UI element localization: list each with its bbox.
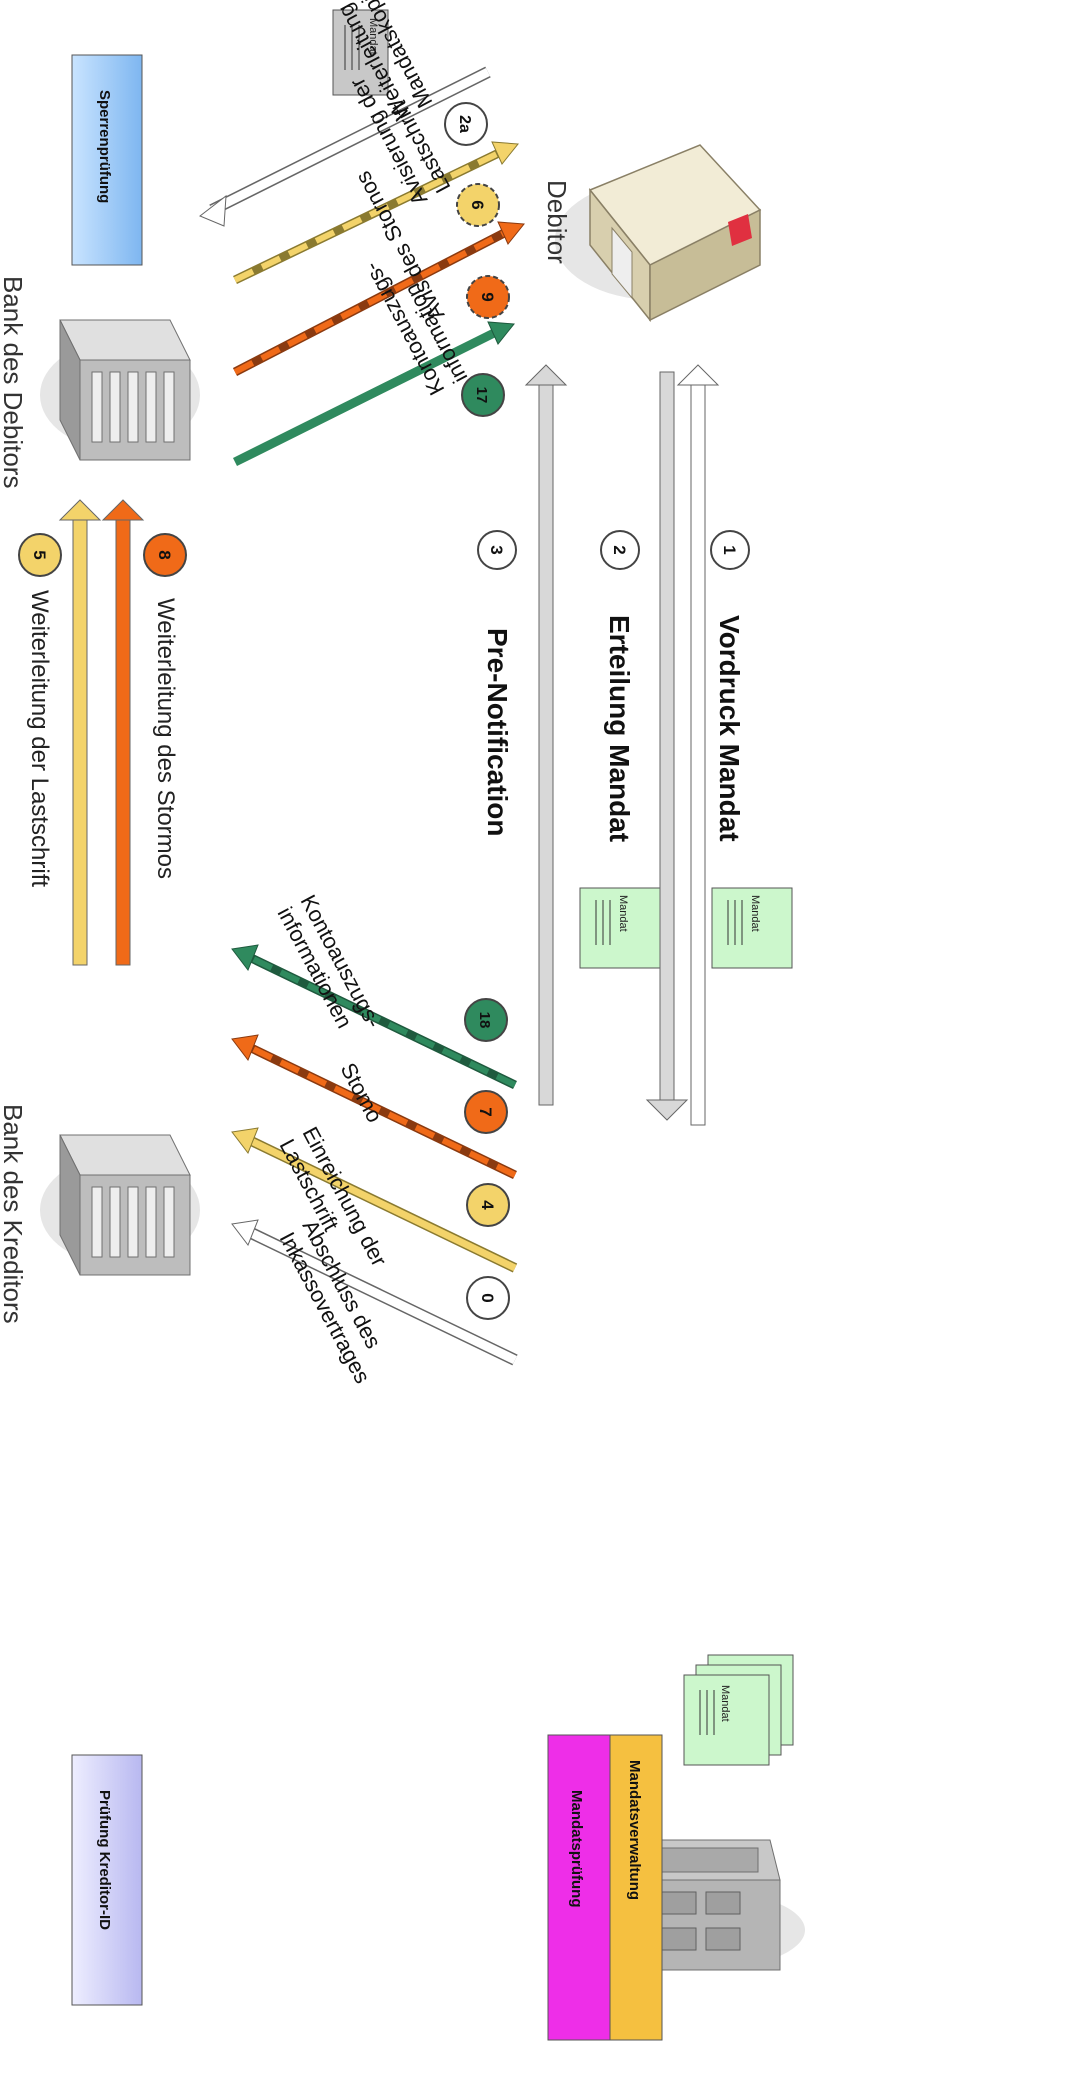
badge-5: 5 xyxy=(18,533,62,577)
badge-18: 18 xyxy=(464,998,508,1042)
badge-17: 17 xyxy=(461,373,505,417)
label-weiterleitung-stormos: Weiterleitung des Stormos xyxy=(152,598,179,879)
svg-text:Mandat: Mandat xyxy=(719,1685,731,1722)
svg-text:18: 18 xyxy=(476,1012,493,1029)
svg-text:7: 7 xyxy=(476,1107,495,1116)
mandatspruefung-box: Mandatsprüfung xyxy=(547,1734,611,2041)
arrow-18 xyxy=(231,944,517,1090)
debitor-label: Debitor xyxy=(542,180,572,264)
svg-text:8: 8 xyxy=(155,550,174,559)
mandat-doc-2: Mandat xyxy=(579,887,661,969)
arrow-5 xyxy=(58,499,102,966)
arrow-3 xyxy=(524,364,568,1106)
arrow-17 xyxy=(232,321,515,467)
mandatsverwaltung-box: Mandatsverwaltung xyxy=(609,1734,663,2041)
kreditor-id-box: Prüfung Kreditor-ID xyxy=(71,1754,143,2006)
bank-kreditor-icon xyxy=(40,1134,200,1276)
svg-text:6: 6 xyxy=(468,200,487,209)
sperrenpruefung-box: Sperrenprüfung xyxy=(71,54,143,266)
badge-7: 7 xyxy=(464,1090,508,1134)
svg-text:Prüfung Kreditor-ID: Prüfung Kreditor-ID xyxy=(96,1790,113,1930)
mandat-doc-1: Mandat xyxy=(711,887,793,969)
svg-text:1: 1 xyxy=(720,545,739,554)
badge-3: 3 xyxy=(477,530,517,570)
svg-text:17: 17 xyxy=(473,387,490,404)
label-erteilung-mandat: Erteilung Mandat xyxy=(604,615,635,842)
badge-2: 2 xyxy=(600,530,640,570)
svg-text:Sperrenprüfung: Sperrenprüfung xyxy=(96,90,113,203)
badge-9: 9 xyxy=(466,275,510,319)
svg-text:Mandat: Mandat xyxy=(617,895,629,932)
mandat-doc-gray: Mandat xyxy=(332,9,389,96)
svg-text:Mandat: Mandat xyxy=(749,895,761,932)
debitor-house-icon xyxy=(555,144,762,323)
arrow-7 xyxy=(231,1034,517,1180)
badge-6: 6 xyxy=(456,183,500,227)
mandat-doc-stack: Mandat xyxy=(683,1654,794,1766)
arrow-0 xyxy=(231,1219,518,1366)
svg-text:Mandat: Mandat xyxy=(367,18,379,55)
svg-text:Mandatsverwaltung: Mandatsverwaltung xyxy=(626,1760,643,1900)
arrow-6 xyxy=(233,141,519,285)
svg-text:4: 4 xyxy=(478,1200,497,1210)
bank-debitor-icon xyxy=(40,319,200,461)
arrow-4 xyxy=(231,1127,518,1273)
badge-0: 0 xyxy=(466,1276,510,1320)
badge-8: 8 xyxy=(143,533,187,577)
bank-kreditor-label: Bank des Kreditors xyxy=(0,1104,28,1324)
label-18: Kontoauszugs- informationen xyxy=(273,891,387,1033)
label-pre-notification: Pre-Notification xyxy=(482,628,513,836)
label-vordruck-mandat: Vordruck Mandat xyxy=(714,615,745,842)
bank-debitor-label: Bank des Debitors xyxy=(0,276,28,488)
badge-1: 1 xyxy=(710,530,750,570)
label-weiterleitung-lastschrift: Weiterleitung der Lastschrift xyxy=(26,590,53,887)
badge-4: 4 xyxy=(466,1183,510,1227)
arrow-1 xyxy=(676,364,720,1126)
svg-text:0: 0 xyxy=(478,1293,497,1302)
arrow-8 xyxy=(101,499,145,966)
badge-2a: 2a xyxy=(444,102,488,146)
arrow-2a xyxy=(199,66,491,227)
svg-text:2a: 2a xyxy=(456,115,473,133)
svg-text:3: 3 xyxy=(487,545,506,554)
svg-text:5: 5 xyxy=(30,550,49,559)
svg-text:9: 9 xyxy=(478,292,497,301)
svg-text:Mandatsprüfung: Mandatsprüfung xyxy=(568,1790,585,1908)
arrow-9 xyxy=(232,221,525,376)
svg-text:2: 2 xyxy=(610,545,629,554)
arrow-2 xyxy=(645,371,689,1121)
